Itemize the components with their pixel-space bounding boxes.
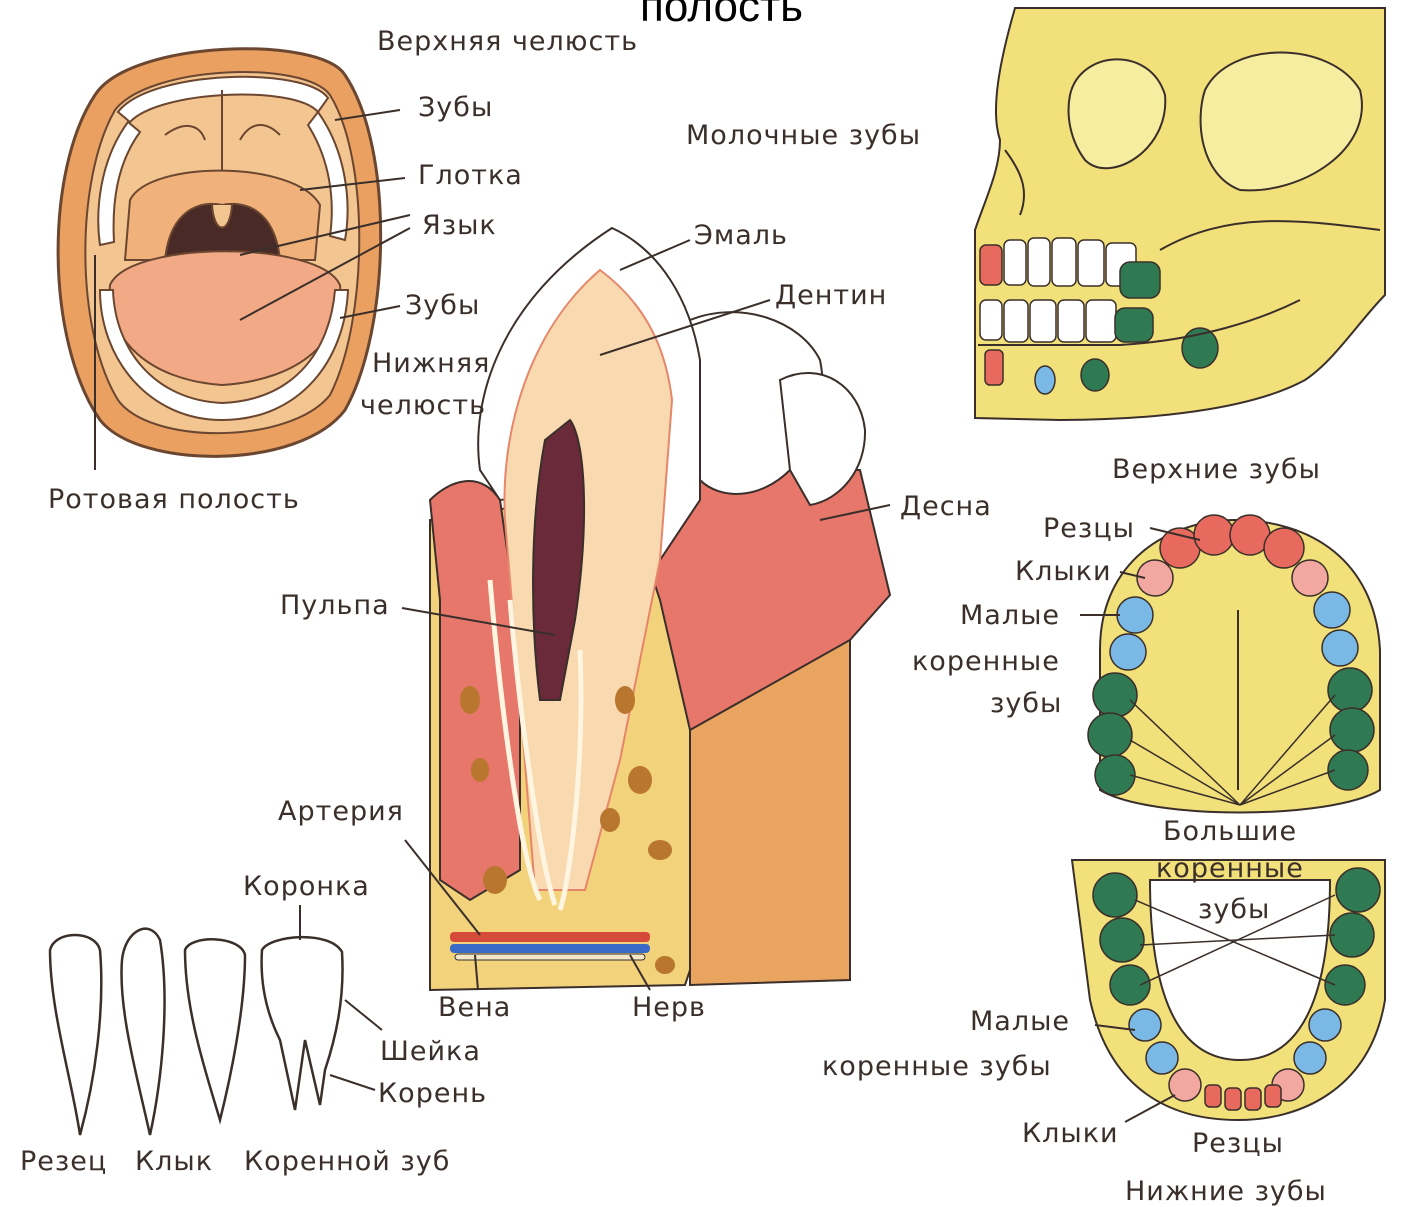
incisor-type-label: Резец xyxy=(20,1148,107,1175)
skull-illustration xyxy=(975,8,1385,420)
canine-tooth xyxy=(121,929,164,1135)
canine-type-label: Клык xyxy=(135,1148,213,1175)
upper-canines-label: Клыки xyxy=(1015,558,1112,585)
gum-label: Десна xyxy=(900,493,992,520)
upper-premolars-label-3: зубы xyxy=(990,690,1062,717)
vein-label: Вена xyxy=(438,994,511,1021)
incisor-tooth xyxy=(50,935,101,1135)
upper-molars-label-2: коренные xyxy=(1156,855,1304,882)
molar-tooth xyxy=(262,937,343,1110)
molar-type-label: Коренной зуб xyxy=(244,1148,450,1175)
root-leader xyxy=(330,1075,375,1090)
lower-premolars-label-2: коренные зубы xyxy=(822,1053,1052,1080)
upper-arch-illustration xyxy=(1080,515,1380,813)
tooth-types-illustration xyxy=(50,905,382,1135)
vein-vessel xyxy=(450,944,650,953)
artery-label: Артерия xyxy=(278,798,404,825)
dentin-label: Дентин xyxy=(775,282,887,309)
lower-jaw-label-2: челюсть xyxy=(360,392,486,419)
upper-premolars-label-2: коренные xyxy=(912,648,1060,675)
teeth-top-label: Зубы xyxy=(418,94,493,121)
pharynx-label: Глотка xyxy=(418,162,523,189)
crown-label: Коронка xyxy=(243,873,370,900)
lower-incisors-label: Резцы xyxy=(1192,1130,1284,1157)
tooth-cross-section xyxy=(402,228,890,990)
neck-leader xyxy=(345,1000,382,1030)
upper-arch-title: Верхние зубы xyxy=(1112,456,1321,483)
lower-premolars-label-1: Малые xyxy=(970,1008,1070,1035)
teeth-bottom-label: Зубы xyxy=(405,292,480,319)
upper-jaw-label: Верхняя челюсть xyxy=(377,28,638,55)
neck-label: Шейка xyxy=(380,1038,481,1065)
lower-canines-leader xyxy=(1125,1095,1175,1122)
lower-canines-label: Клыки xyxy=(1022,1120,1119,1147)
premolar-tooth xyxy=(185,939,245,1120)
lower-jaw-label-1: Нижняя xyxy=(372,350,490,377)
upper-premolars-label-1: Малые xyxy=(960,602,1060,629)
lower-arch-title: Нижние зубы xyxy=(1125,1178,1327,1205)
oral-cavity-label: Ротовая полость xyxy=(48,486,300,513)
upper-molars-label-3: зубы xyxy=(1198,896,1270,923)
nerve-vessel xyxy=(455,954,645,960)
upper-incisors-label: Резцы xyxy=(1043,515,1135,542)
pulp-label: Пульпа xyxy=(280,592,390,619)
title-fragment: полость xyxy=(640,0,803,32)
open-mouth-illustration xyxy=(58,49,410,470)
enamel-label: Эмаль xyxy=(694,222,788,249)
milk-teeth-label: Молочные зубы xyxy=(686,122,921,149)
nerve-label: Нерв xyxy=(632,994,706,1021)
upper-molars-label-1: Большие xyxy=(1163,818,1297,845)
tongue-label: Язык xyxy=(422,212,497,239)
root-label: Корень xyxy=(378,1080,487,1107)
